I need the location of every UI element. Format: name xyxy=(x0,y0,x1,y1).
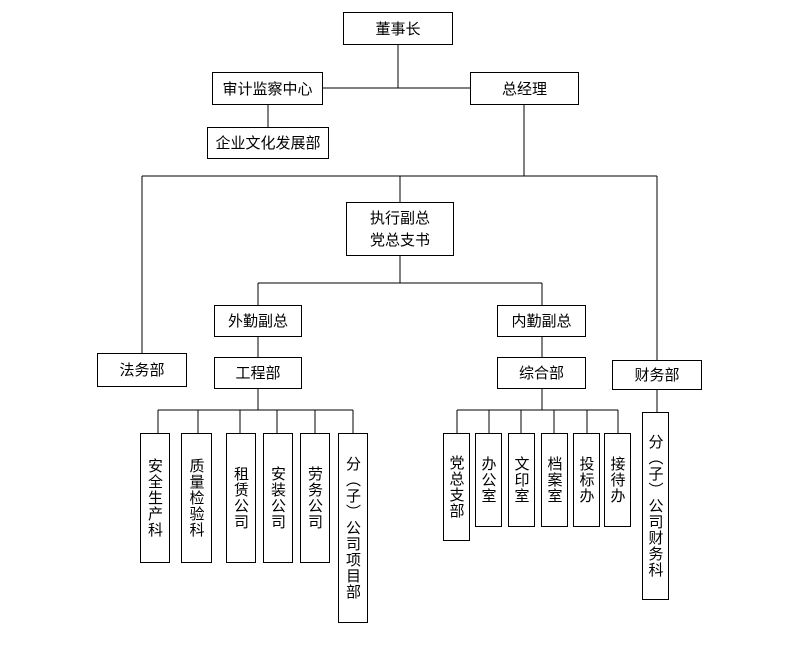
node-quality-section: 质量检验科 xyxy=(181,433,212,563)
node-audit-center: 审计监察中心 xyxy=(212,72,323,105)
node-culture-dept: 企业文化发展部 xyxy=(207,127,329,159)
node-print-room: 文印室 xyxy=(508,433,535,527)
node-executive-vp: 执行副总 党总支书 xyxy=(346,202,454,256)
node-general-manager: 总经理 xyxy=(470,72,579,105)
node-external-vp: 外勤副总 xyxy=(214,305,302,337)
node-legal-dept: 法务部 xyxy=(97,353,187,387)
node-install-company: 安装公司 xyxy=(263,433,293,563)
node-archive-room: 档案室 xyxy=(541,433,568,527)
node-party-branch: 党总支部 xyxy=(443,433,470,541)
node-internal-vp: 内勤副总 xyxy=(497,305,586,337)
node-finance-dept: 财务部 xyxy=(612,360,702,390)
node-office: 办公室 xyxy=(475,433,502,527)
node-leasing-company: 租赁公司 xyxy=(226,433,256,563)
node-bidding-office: 投标办 xyxy=(573,433,600,527)
node-branch-project-dept: 分（子）公司项目部 xyxy=(338,433,368,623)
node-safety-section: 安全生产科 xyxy=(140,433,170,563)
node-labor-company: 劳务公司 xyxy=(300,433,330,563)
node-chairman: 董事长 xyxy=(343,12,453,45)
node-reception-office: 接待办 xyxy=(604,433,631,527)
node-general-dept: 综合部 xyxy=(497,357,586,389)
node-branch-finance-section: 分（子）公司财务科 xyxy=(642,412,669,600)
node-engineering-dept: 工程部 xyxy=(214,357,302,389)
